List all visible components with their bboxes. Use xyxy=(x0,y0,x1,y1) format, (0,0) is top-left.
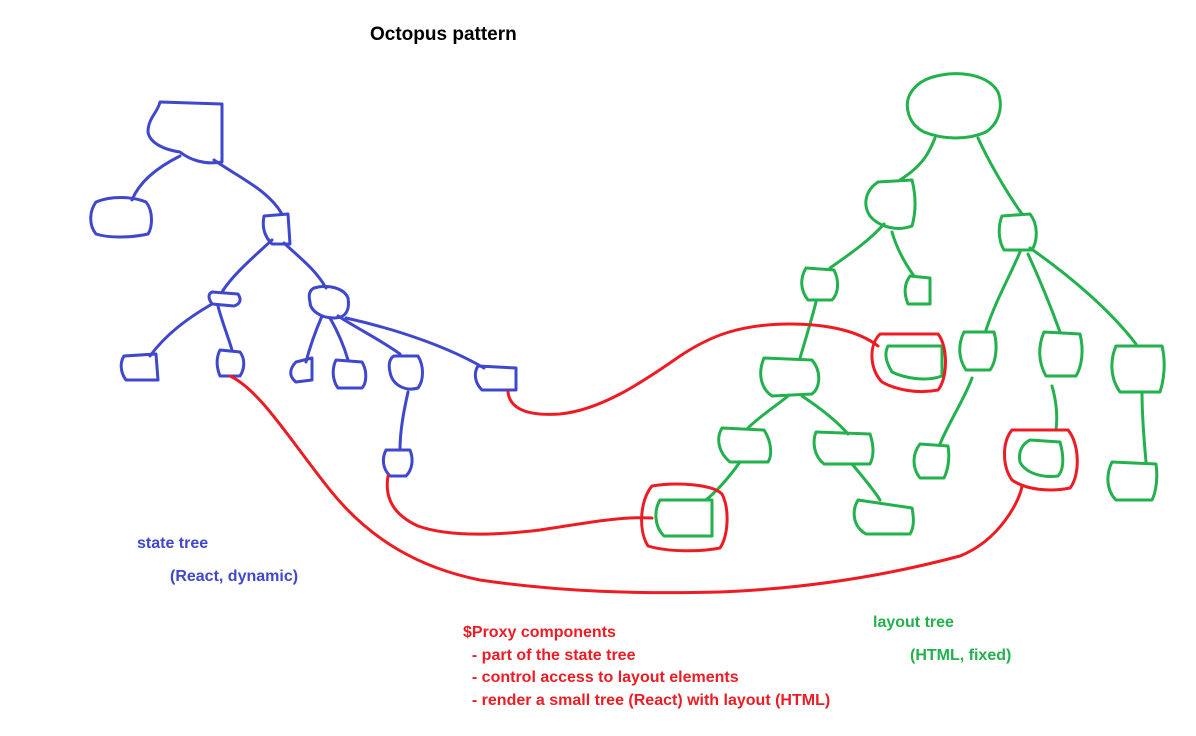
state-tree-label: state tree xyxy=(137,535,209,552)
proxy-connections xyxy=(228,322,1079,595)
layout-tree-node xyxy=(717,426,773,464)
state-tree-edge xyxy=(216,304,234,352)
proxy-tentacle xyxy=(228,374,1024,595)
proxy-tentacle xyxy=(506,322,880,416)
layout-tree-edge xyxy=(1028,246,1138,346)
proxy-target-circle xyxy=(640,482,729,553)
layout-tree-edge xyxy=(798,300,818,360)
layout-tree-edge xyxy=(746,394,790,430)
layout-tree-node xyxy=(884,344,944,381)
layout-tree-node xyxy=(912,442,951,480)
proxy-heading: $Proxy components xyxy=(463,624,616,641)
layout-tree-edge xyxy=(890,230,916,278)
state-tree-node xyxy=(387,354,424,391)
layout-tree-node xyxy=(759,356,821,398)
layout-tree-label: layout tree xyxy=(873,614,954,631)
state-tree-edge xyxy=(344,316,486,370)
layout-tree-edge xyxy=(850,462,882,502)
layout-tree-drawing xyxy=(654,72,1166,538)
layout-tree-node xyxy=(852,498,915,536)
layout-tree-edge xyxy=(976,136,1024,216)
state-tree-node xyxy=(215,348,246,378)
state-tree-node xyxy=(261,212,292,246)
state-tree-node xyxy=(146,100,224,165)
layout-tree-edge xyxy=(800,394,850,436)
proxy-bullet: - control access to layout elements xyxy=(463,669,739,686)
state-tree-edge xyxy=(328,316,350,362)
state-tree-node xyxy=(307,284,350,320)
state-tree-edge xyxy=(304,314,324,364)
state-tree-edge xyxy=(212,158,284,216)
state-tree-node xyxy=(89,196,153,239)
state-tree-node xyxy=(207,290,242,308)
layout-tree-edge xyxy=(938,376,974,446)
layout-tree-node xyxy=(864,178,917,230)
state-tree-node xyxy=(119,352,160,382)
layout-tree-node xyxy=(905,72,1002,140)
state-tree-edge xyxy=(220,238,274,294)
layout-tree-edge xyxy=(704,460,742,502)
proxy-description: $Proxy components - part of the state tr… xyxy=(463,622,830,712)
layout-tree-node xyxy=(903,274,932,306)
state-tree-edge xyxy=(398,390,410,452)
layout-tree-node xyxy=(1018,438,1065,478)
state-tree-node xyxy=(331,358,368,390)
state-tree-edge xyxy=(282,241,328,290)
layout-tree-edge xyxy=(828,222,886,270)
state-tree-edge xyxy=(130,154,182,202)
layout-tree-edge xyxy=(984,250,1022,332)
state-tree-drawing xyxy=(89,100,518,478)
proxy-tentacle xyxy=(385,474,654,536)
state-tree-node xyxy=(473,364,518,392)
layout-tree-node xyxy=(997,212,1038,252)
diagram-title: Octopus pattern xyxy=(370,24,517,45)
layout-tree-edge xyxy=(1140,390,1148,464)
state-tree-node xyxy=(289,356,314,384)
layout-tree-edge xyxy=(898,136,937,182)
layout-tree-node xyxy=(812,430,875,466)
proxy-target-circle xyxy=(870,332,947,394)
state-tree-edge xyxy=(336,314,402,356)
layout-tree-node xyxy=(958,330,998,372)
proxy-target-circle xyxy=(1003,428,1079,492)
layout-tree-node xyxy=(1110,344,1166,394)
state-tree-node xyxy=(381,448,414,478)
layout-tree-edge xyxy=(1026,252,1062,334)
layout-tree-node xyxy=(1038,330,1084,378)
proxy-bullet: - part of the state tree xyxy=(463,646,636,664)
layout-tree-node xyxy=(800,266,840,302)
layout-tree-sublabel: (HTML, fixed) xyxy=(910,647,1012,664)
state-tree-sublabel: (React, dynamic) xyxy=(170,568,299,585)
layout-tree-node xyxy=(654,498,714,538)
proxy-bullet: - render a small tree (React) with layou… xyxy=(463,691,831,709)
state-tree-edge xyxy=(148,302,214,358)
layout-tree-edge xyxy=(1050,384,1059,432)
layout-tree-node xyxy=(1106,460,1159,502)
